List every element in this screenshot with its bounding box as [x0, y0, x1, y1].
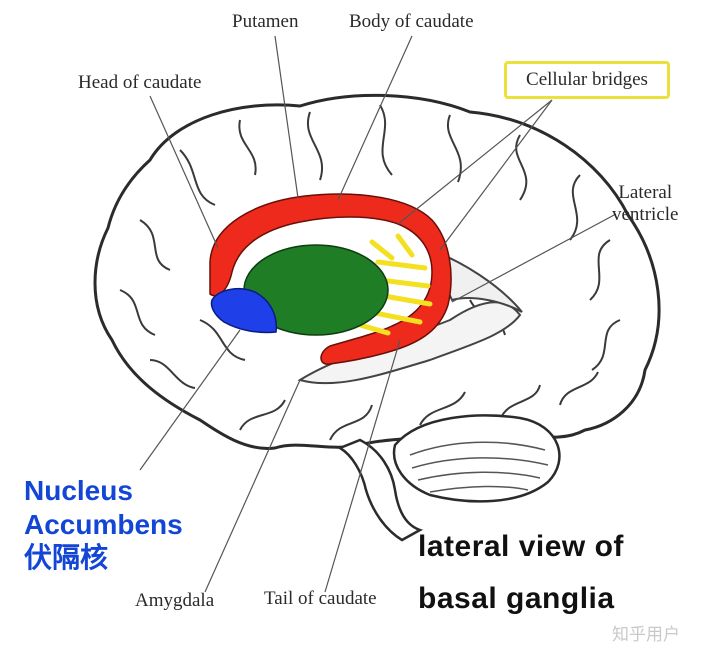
lateral-ventricle-line1: Lateral: [618, 182, 673, 203]
nucleus-line3: 伏隔核: [24, 542, 109, 574]
label-lateral-ventricle: Lateral ventricle: [612, 182, 678, 226]
cerebellum-folia: [409, 441, 549, 493]
caption-line2: basal ganglia: [418, 582, 615, 615]
cellular-bridges-text: Cellular bridges: [526, 69, 648, 90]
caudate-nucleus-shape: [209, 193, 452, 365]
caption-line1: lateral view of: [418, 530, 624, 563]
nucleus-line1: Nucleus: [24, 475, 133, 506]
cellular-bridges-shape: [357, 233, 433, 336]
label-amygdala: Amygdala: [135, 590, 215, 611]
label-cellular-bridges: Cellular bridges: [504, 61, 670, 99]
leader-lines: [139, 35, 617, 593]
sulci-lines: [119, 104, 621, 441]
watermark: 知乎用户: [612, 625, 680, 645]
lateral-ventricle-line2: ventricle: [612, 203, 679, 225]
label-head-of-caudate: Head of caudate: [78, 72, 202, 93]
nucleus-accumbens-annotation: Nucleus Accumbens 伏隔核: [24, 474, 183, 575]
label-body-of-caudate: Body of caudate: [349, 11, 474, 32]
label-putamen: Putamen: [232, 11, 299, 32]
nucleus-accumbens-shape: [210, 288, 278, 334]
label-tail-of-caudate: Tail of caudate: [264, 588, 377, 609]
nucleus-line2: Accumbens: [24, 508, 183, 540]
